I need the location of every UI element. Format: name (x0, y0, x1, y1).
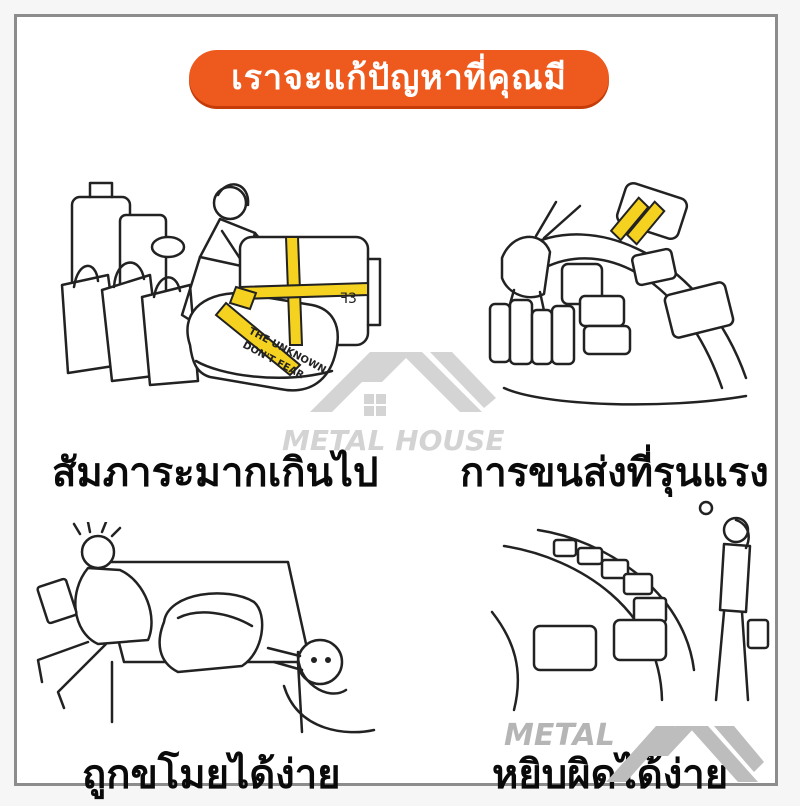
caption-overpacked: สัมภาระมากเกินไป (52, 450, 379, 496)
title-banner: เราจะแก้ปัญหาที่คุณมี (189, 50, 609, 106)
suitcase-mark: ꟻ3 (340, 291, 357, 307)
caption-theft: ถูกขโมยได้ง่าย (82, 752, 341, 798)
illustration-overpacked-luggage: DON'T FEAR THE UNKNOWN ꟻ3 (60, 181, 382, 392)
watermark-corner-text: METAL (504, 718, 615, 753)
illustration-wrong-pickup (490, 500, 770, 712)
illustration-rough-handling (488, 181, 748, 406)
illustration-theft (36, 522, 376, 734)
caption-rough-handling: การขนส่งที่รุนแรง (460, 450, 769, 496)
caption-wrong-pickup: หยิบผิดได้ง่าย (492, 752, 729, 798)
page-title: เราจะแก้ปัญหาที่คุณมี (231, 58, 567, 98)
metal-house-logo-center (310, 352, 496, 416)
metal-house-logo-corner (606, 726, 764, 782)
watermark-center-text: METAL HOUSE (282, 424, 505, 457)
